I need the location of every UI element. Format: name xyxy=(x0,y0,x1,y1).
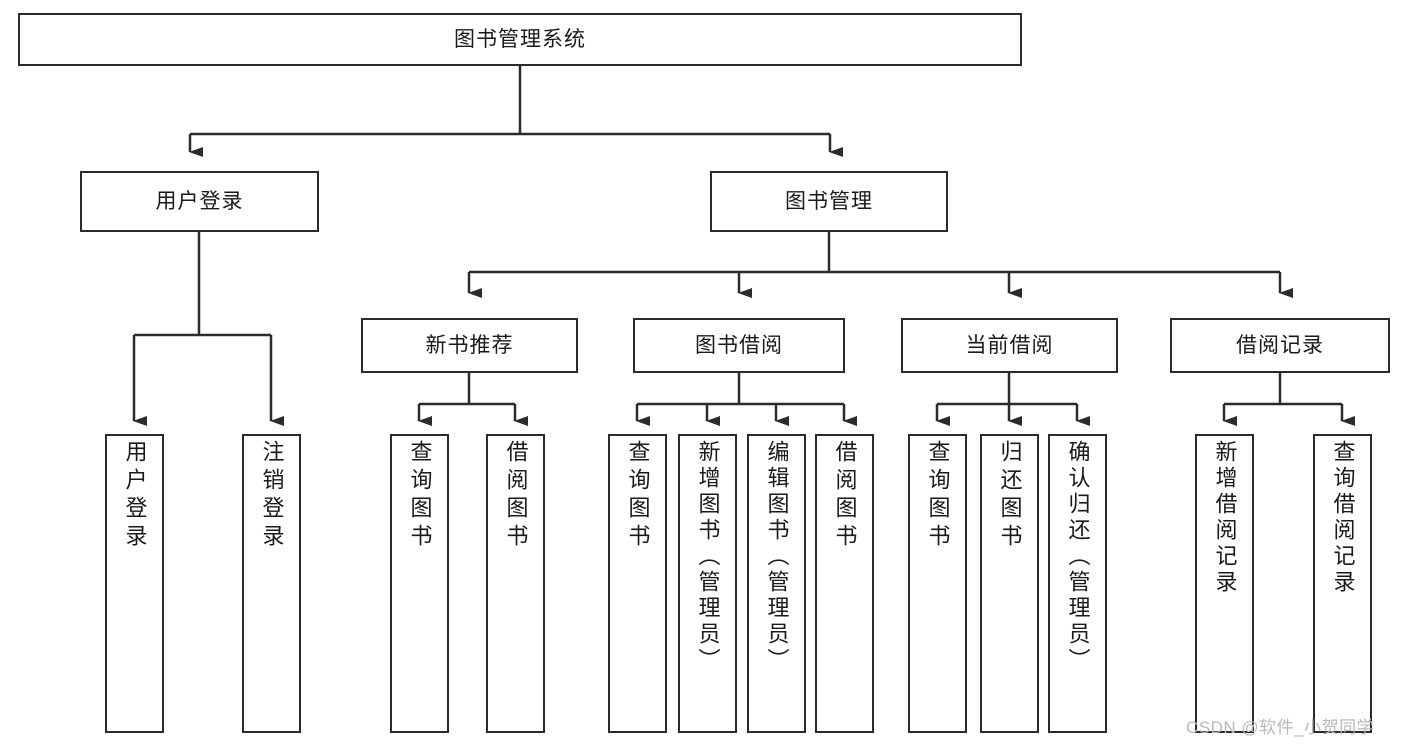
node-borrow-record-label: 借阅记录 xyxy=(1236,333,1324,357)
node-leaf-confirm-return[interactable]: 确认归还（管理员） xyxy=(1048,434,1107,733)
csdn-watermark: CSDN @软件_小贺同学 xyxy=(1186,718,1375,737)
node-book-borrow[interactable]: 图书借阅 xyxy=(633,318,845,373)
node-leaf-edit-book[interactable]: 编辑图书（管理员） xyxy=(747,434,806,733)
node-new-book-recommend-label: 新书推荐 xyxy=(425,333,514,357)
node-leaf-add-record-label: 新增借阅记录 xyxy=(1212,440,1238,596)
node-leaf-add-book-label: 新增图书（管理员） xyxy=(695,440,721,674)
node-leaf-query-book-2[interactable]: 查询图书 xyxy=(608,434,667,733)
node-new-book-recommend[interactable]: 新书推荐 xyxy=(361,318,578,373)
node-leaf-query-book-3-label: 查询图书 xyxy=(925,440,951,552)
node-leaf-query-record-label: 查询借阅记录 xyxy=(1330,440,1356,596)
node-leaf-borrow-book-1-label: 借阅图书 xyxy=(503,440,529,552)
node-book-borrow-label: 图书借阅 xyxy=(695,333,783,357)
node-leaf-borrow-book-2-label: 借阅图书 xyxy=(832,440,858,552)
node-user-login-label: 用户登录 xyxy=(155,189,244,213)
node-borrow-record[interactable]: 借阅记录 xyxy=(1170,318,1390,373)
node-leaf-return-book-label: 归还图书 xyxy=(997,440,1023,552)
node-leaf-query-book-1[interactable]: 查询图书 xyxy=(390,434,449,733)
node-current-borrow-label: 当前借阅 xyxy=(965,333,1054,357)
node-leaf-query-book-1-label: 查询图书 xyxy=(407,440,433,552)
node-book-management[interactable]: 图书管理 xyxy=(710,171,948,232)
node-leaf-user-login-label: 用户登录 xyxy=(122,440,148,552)
node-current-borrow[interactable]: 当前借阅 xyxy=(901,318,1118,373)
node-leaf-edit-book-label: 编辑图书（管理员） xyxy=(764,440,790,674)
node-root-label: 图书管理系统 xyxy=(454,27,586,51)
node-root[interactable]: 图书管理系统 xyxy=(18,13,1022,66)
node-leaf-query-record[interactable]: 查询借阅记录 xyxy=(1313,434,1372,733)
node-leaf-logout-login[interactable]: 注销登录 xyxy=(242,434,301,733)
node-leaf-user-login[interactable]: 用户登录 xyxy=(105,434,164,733)
node-book-management-label: 图书管理 xyxy=(785,189,873,213)
node-leaf-query-book-2-label: 查询图书 xyxy=(625,440,651,552)
node-leaf-logout-login-label: 注销登录 xyxy=(259,440,285,552)
node-leaf-add-book[interactable]: 新增图书（管理员） xyxy=(678,434,737,733)
node-leaf-add-record[interactable]: 新增借阅记录 xyxy=(1195,434,1254,733)
node-leaf-confirm-return-label: 确认归还（管理员） xyxy=(1065,440,1091,674)
node-leaf-borrow-book-1[interactable]: 借阅图书 xyxy=(486,434,545,733)
node-leaf-return-book[interactable]: 归还图书 xyxy=(980,434,1039,733)
node-leaf-borrow-book-2[interactable]: 借阅图书 xyxy=(815,434,874,733)
node-user-login[interactable]: 用户登录 xyxy=(80,171,319,232)
node-leaf-query-book-3[interactable]: 查询图书 xyxy=(908,434,967,733)
